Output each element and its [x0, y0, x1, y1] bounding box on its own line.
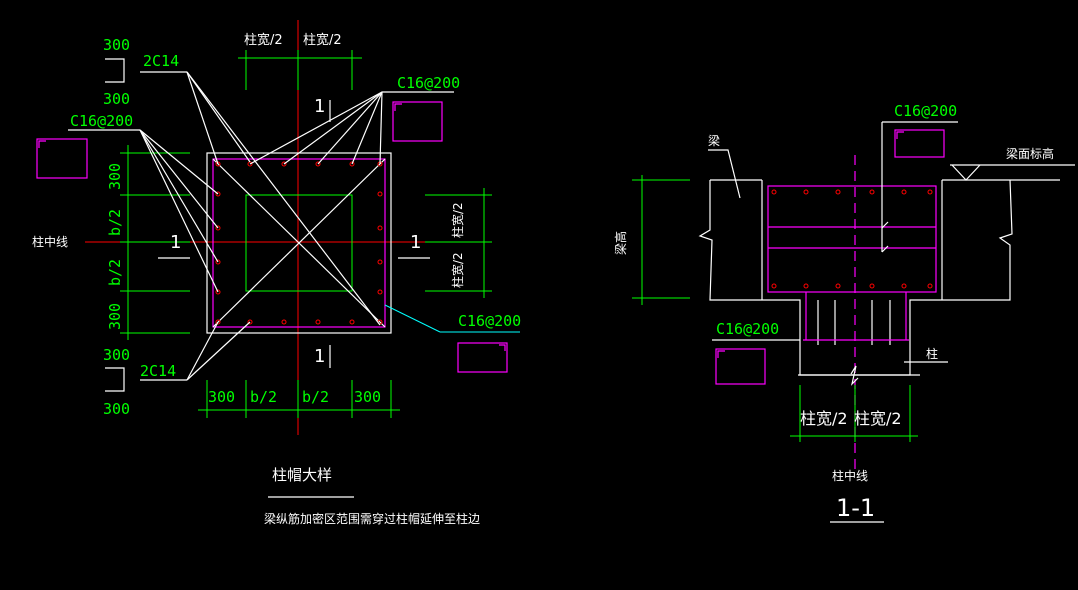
plan-left-dim-2: b/2 — [106, 209, 124, 236]
section-marks — [158, 100, 430, 368]
callout-left-rebar-label: C16@200 — [70, 112, 133, 130]
section-mark-left: 1 — [170, 232, 181, 253]
plan-top-dim-1: 柱宽/2 — [244, 32, 283, 48]
plan-left-dim-1: 300 — [106, 163, 124, 190]
section-rebar-cage — [767, 185, 937, 341]
section-column-label: 柱 — [926, 346, 938, 361]
section-beam-leader — [708, 149, 741, 199]
section-rebar-dots — [771, 189, 933, 289]
callout-left-rebar — [36, 129, 219, 293]
section-bottom-dim-1: 柱宽/2 — [800, 409, 848, 428]
section-mark-top: 1 — [314, 96, 325, 117]
plan-title: 柱帽大样 — [272, 466, 332, 484]
section-axis-label: 柱中线 — [832, 468, 868, 483]
callout-top-dim-bottom: 300 — [103, 90, 130, 108]
section-mark-right: 1 — [410, 232, 421, 253]
section-rebar-bottom-callout — [712, 339, 800, 385]
plan-note: 梁纵筋加密区范围需穿过柱帽延伸至柱边 — [264, 511, 480, 526]
plan-view: 柱宽/2 柱宽/2 300 b/2 b/2 300 300 b/2 b/2 30… — [32, 20, 521, 526]
section-elevation-mark — [950, 164, 1075, 181]
plan-bottom-dim-3: b/2 — [302, 388, 329, 406]
plan-axis-label: 柱中线 — [32, 234, 68, 249]
cap-rebar-outline — [212, 158, 386, 328]
plan-top-dim-2: 柱宽/2 — [303, 32, 342, 48]
plan-bottom-dim-2: b/2 — [250, 388, 277, 406]
callout-top-right-rebar — [249, 91, 454, 165]
callout-bottom-dim-top: 300 — [103, 346, 130, 364]
plan-bottom-dimension — [198, 380, 400, 418]
plan-right-dimension — [425, 188, 492, 298]
section-bottom-dimension — [790, 385, 918, 442]
section-height-dimension — [632, 175, 690, 305]
section-concrete-outline — [698, 179, 1060, 386]
section-view: 梁高 梁 梁面标高 C16@200 C16@200 柱 — [613, 102, 1075, 523]
column-outline — [245, 194, 353, 292]
plan-right-dim-2: 柱宽/2 — [450, 252, 465, 288]
diagonal-2 — [212, 158, 386, 328]
callout-bottom-right-rebar-label: C16@200 — [458, 312, 521, 330]
plan-top-dimension — [238, 50, 362, 90]
callout-bottom-left — [105, 321, 251, 392]
section-rebar-top-callout — [881, 121, 958, 253]
section-beam-label: 梁 — [708, 133, 720, 148]
callout-bottom-dim-bottom: 300 — [103, 400, 130, 418]
callout-bottom-bar: 2C14 — [140, 362, 176, 380]
callout-top-right-rebar-label: C16@200 — [397, 74, 460, 92]
plan-bottom-dim-4: 300 — [354, 388, 381, 406]
callout-bottom-right-rebar — [384, 304, 520, 373]
plan-right-dim-1: 柱宽/2 — [450, 202, 465, 238]
callout-top-left — [105, 58, 381, 326]
plan-left-dim-4: 300 — [106, 303, 124, 330]
section-title: 1-1 — [836, 494, 875, 522]
section-rebar-top-label: C16@200 — [894, 102, 957, 120]
section-mark-bottom: 1 — [314, 346, 325, 367]
callout-top-bar: 2C14 — [143, 52, 179, 70]
section-bottom-dim-2: 柱宽/2 — [854, 409, 902, 428]
section-slab-label: 梁面标高 — [1006, 146, 1054, 161]
plan-left-dim-3: b/2 — [106, 259, 124, 286]
callout-top-dim-top: 300 — [103, 36, 130, 54]
plan-bottom-dim-1: 300 — [208, 388, 235, 406]
section-rebar-bottom-label: C16@200 — [716, 320, 779, 338]
section-height-label: 梁高 — [613, 231, 628, 255]
